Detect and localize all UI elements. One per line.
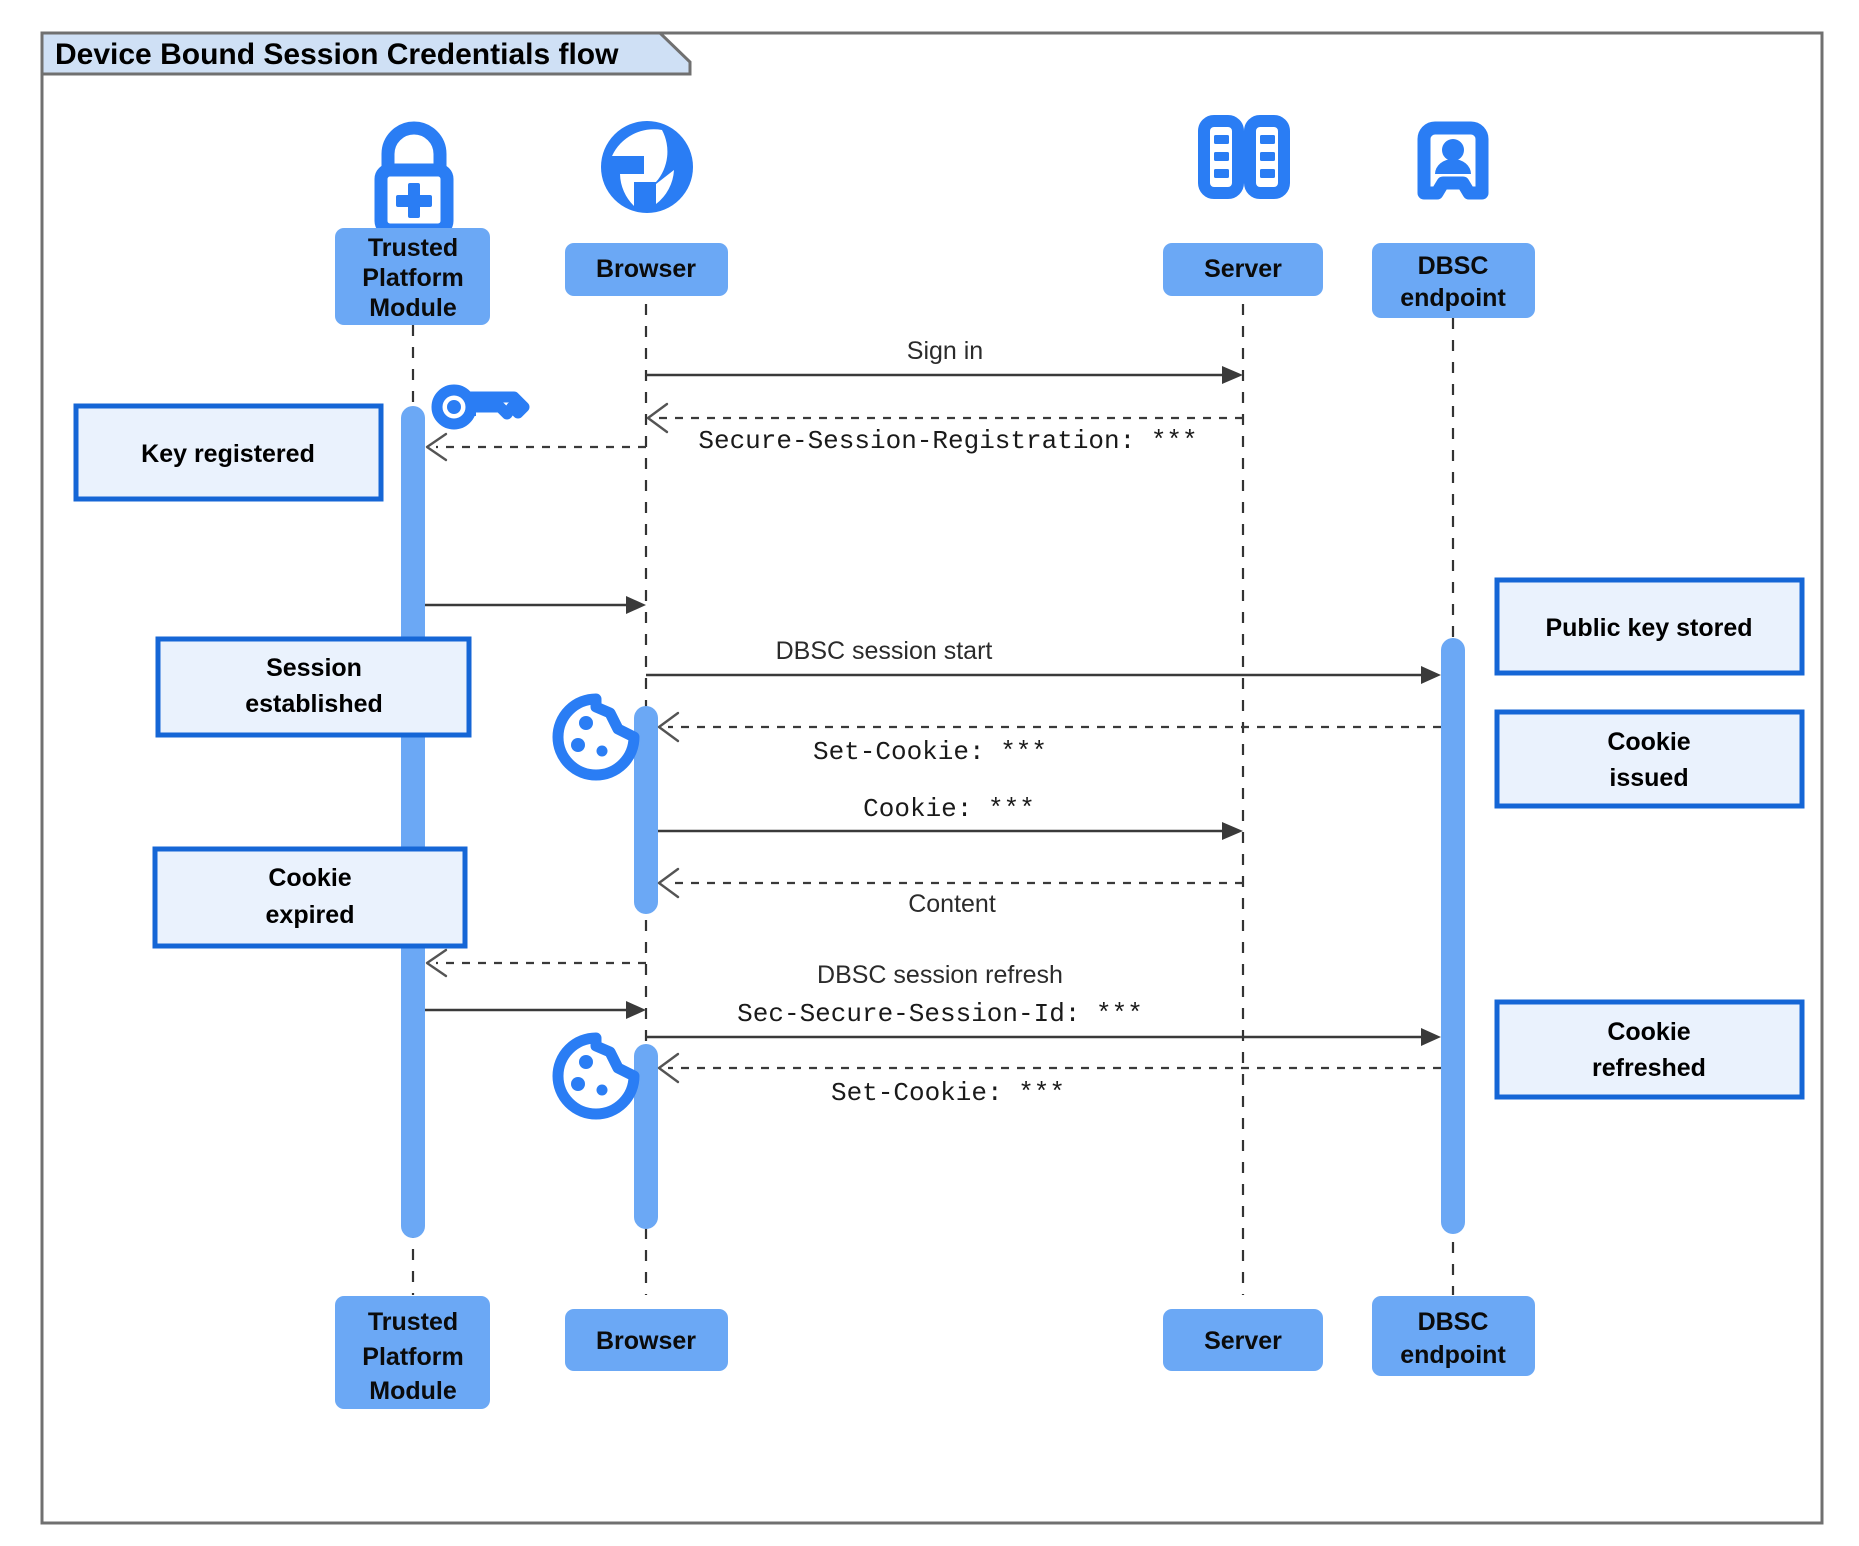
participant-server-bottom[interactable]: Server <box>1163 1309 1323 1371</box>
note-key-registered-line1: Key registered <box>141 440 315 468</box>
participant-tpm-label-line3: Module <box>369 294 457 322</box>
note-cookie-expired-line1: Cookie <box>268 864 351 892</box>
participant-browser-bottom-label: Browser <box>596 1327 696 1355</box>
activation-bar-dbsc <box>1441 638 1465 1234</box>
participant-tpm-bottom-line1: Trusted <box>368 1308 458 1336</box>
note-cookie-refreshed: Cookie refreshed <box>1494 999 1805 1100</box>
message-set-cookie-1-label: Set-Cookie: *** <box>813 737 1047 767</box>
key-icon <box>431 384 530 430</box>
participant-dbsc-label-line2: endpoint <box>1400 284 1506 312</box>
note-session-established-line2: established <box>245 690 383 718</box>
participant-tpm-bottom-line2: Platform <box>362 1343 463 1371</box>
participant-dbsc-bottom[interactable]: DBSC endpoint <box>1372 1296 1535 1376</box>
note-public-key-stored-line1: Public key stored <box>1545 614 1752 642</box>
note-cookie-issued-line1: Cookie <box>1607 728 1690 756</box>
participant-server-bottom-label: Server <box>1204 1327 1282 1355</box>
participant-tpm-label-line1: Trusted <box>368 234 458 262</box>
message-sign-in-label: Sign in <box>907 337 983 365</box>
message-sign-in: Sign in <box>646 337 1243 384</box>
globe-icon <box>601 121 693 213</box>
message-register-key <box>425 432 646 462</box>
participant-browser-label: Browser <box>596 255 696 283</box>
server-racks-icon <box>1198 115 1290 199</box>
participant-browser-top[interactable]: Browser <box>565 243 728 296</box>
participant-tpm-top[interactable]: Trusted Platform Module <box>335 228 490 325</box>
frame-title-tab <box>40 31 692 76</box>
note-public-key-stored: Public key stored <box>1494 577 1805 676</box>
frame-title-text: Device Bound Session Credentials flow <box>55 38 619 71</box>
message-set-cookie-1: Set-Cookie: *** <box>657 711 1441 767</box>
participant-browser-bottom[interactable]: Browser <box>565 1309 728 1371</box>
note-cookie-refreshed-line2: refreshed <box>1592 1054 1706 1082</box>
message-dbsc-session-refresh-label: DBSC session refresh <box>817 961 1063 989</box>
cookie-icon <box>552 1032 640 1120</box>
note-session-established-line1: Session <box>266 654 362 682</box>
participant-tpm-bottom-line3: Module <box>369 1377 457 1405</box>
message-cookie-expired-signal <box>425 948 646 978</box>
participant-server-label: Server <box>1204 255 1282 283</box>
participant-dbsc-label-line1: DBSC <box>1418 252 1489 280</box>
lock-plus-icon <box>374 121 454 237</box>
participant-tpm-label-line2: Platform <box>362 264 463 292</box>
note-session-established: Session established <box>155 636 472 738</box>
note-cookie-issued: Cookie issued <box>1494 709 1805 809</box>
participant-dbsc-bottom-line2: endpoint <box>1400 1341 1506 1369</box>
note-cookie-refreshed-line1: Cookie <box>1607 1018 1690 1046</box>
message-key-ready <box>425 596 646 614</box>
activation-bar-browser-2 <box>634 1044 658 1229</box>
participant-dbsc-top[interactable]: DBSC endpoint <box>1372 243 1535 318</box>
message-set-cookie-2: Set-Cookie: *** <box>657 1052 1441 1108</box>
message-cookie-label: Cookie: *** <box>863 794 1035 824</box>
note-cookie-expired: Cookie expired <box>152 846 468 949</box>
participant-tpm-bottom[interactable]: Trusted Platform Module <box>335 1296 490 1409</box>
diagram-frame <box>40 31 1824 1525</box>
participant-dbsc-bottom-line1: DBSC <box>1418 1308 1489 1336</box>
message-secure-session-registration-label: Secure-Session-Registration: *** <box>698 426 1197 456</box>
message-dbsc-session-start-label: DBSC session start <box>776 637 993 665</box>
message-set-cookie-2-label: Set-Cookie: *** <box>831 1078 1065 1108</box>
message-sign-proof <box>425 1001 646 1019</box>
message-sec-secure-session-id-label: Sec-Secure-Session-Id: *** <box>737 999 1143 1029</box>
participant-server-top[interactable]: Server <box>1163 243 1323 296</box>
message-dbsc-session-refresh: DBSC session refresh Sec-Secure-Session-… <box>646 961 1441 1046</box>
message-content-label: Content <box>908 890 996 918</box>
message-cookie: Cookie: *** <box>658 794 1243 840</box>
note-cookie-issued-line2: issued <box>1609 764 1688 792</box>
cookie-icon <box>552 693 640 781</box>
activation-bar-browser-1 <box>634 706 658 914</box>
note-key-registered: Key registered <box>73 403 384 502</box>
note-cookie-expired-line2: expired <box>266 901 355 929</box>
message-dbsc-session-start: DBSC session start <box>646 637 1441 684</box>
message-content: Content <box>657 867 1243 918</box>
id-badge-icon <box>1417 121 1489 200</box>
activation-bar-tpm <box>401 406 425 1238</box>
message-secure-session-registration: Secure-Session-Registration: *** <box>646 402 1243 456</box>
